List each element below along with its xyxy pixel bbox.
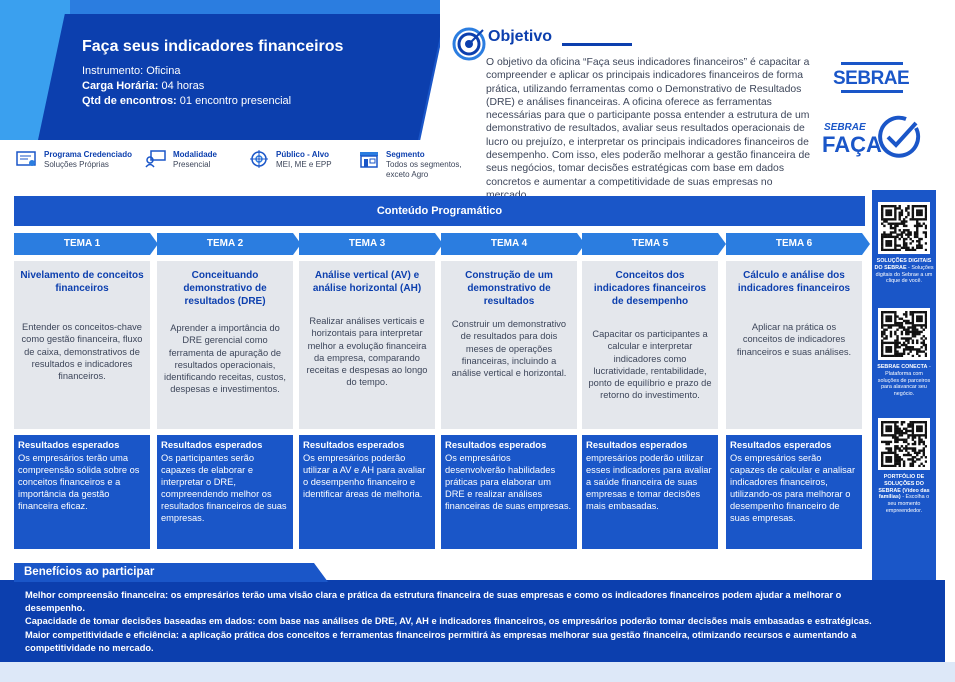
- objetivo-underline: [562, 43, 632, 46]
- tema-desc: Realizar análises verticais e horizontai…: [306, 316, 428, 388]
- tema-card: Análise vertical (AV) e análise horizont…: [299, 261, 435, 429]
- instrumento: Instrumento: Oficina: [82, 65, 181, 77]
- check-circle-icon: [878, 115, 921, 158]
- tema-desc: Aplicar na prática os conceitos de indic…: [736, 322, 852, 357]
- tema-card: Cálculo e análise dos indicadores financ…: [726, 261, 862, 429]
- resultados-text: empresários poderão utilizar esses indic…: [586, 453, 712, 511]
- qr-code-icon[interactable]: [878, 418, 930, 470]
- tema-desc: Capacitar os participantes a calcular e …: [588, 329, 712, 401]
- tema-column: TEMA 5 Conceitos dos indicadores finance…: [582, 233, 726, 549]
- tema-tab: TEMA 2: [157, 233, 301, 255]
- tema-column: TEMA 4 Construção de um demonstrativo de…: [441, 233, 585, 549]
- beneficios-text: Melhor compreensão financeira: os empres…: [25, 589, 885, 655]
- tema-card: Conceitos dos indicadores financeiros de…: [582, 261, 718, 429]
- tema-desc: Aprender a importância do DRE gerencial …: [164, 323, 286, 395]
- resultados-text: Os empresários poderão utilizar a AV e A…: [303, 453, 426, 499]
- qr-code-icon[interactable]: [878, 308, 930, 360]
- target-icon: [452, 27, 486, 61]
- header-banner: [0, 0, 440, 140]
- resultados-card: Resultados esperados Os participantes se…: [157, 435, 293, 549]
- resultados-card: Resultados esperados Os empresários serã…: [726, 435, 862, 549]
- resultados-text: Os empresários serão capazes de calcular…: [730, 453, 856, 523]
- tema-desc: Construir um demonstrativo de resultados…: [451, 319, 567, 379]
- sebrae-logo: SEBRAE: [833, 60, 910, 94]
- tema-title: Nivelamento de conceitos financeiros: [20, 270, 144, 294]
- beneficio-item: Melhor compreensão financeira: os empres…: [25, 590, 842, 614]
- carga-horaria: Carga Horária: 04 horas: [82, 80, 205, 92]
- tema-desc: Entender os conceitos-chave como gestão …: [21, 322, 143, 382]
- tema-column: TEMA 6 Cálculo e análise dos indicadores…: [726, 233, 870, 549]
- tema-card: Nivelamento de conceitos financeiros Ent…: [14, 261, 150, 429]
- tema-card: Conceituando demonstrativo de resultados…: [157, 261, 293, 429]
- people-icon: [145, 150, 166, 168]
- objetivo-text: O objetivo da oficina “Faça seus indicad…: [486, 57, 811, 201]
- tema-tab: TEMA 5: [582, 233, 726, 255]
- tema-title: Análise vertical (AV) e análise horizont…: [312, 270, 422, 294]
- qtd-encontros: Qtd de encontros: 01 encontro presencial: [82, 95, 292, 107]
- decorative-stripe: [0, 662, 955, 682]
- tema-column: TEMA 3 Análise vertical (AV) e análise h…: [299, 233, 443, 549]
- resultados-text: Os empresários desenvolverão habilidades…: [445, 453, 572, 511]
- resultados-card: Resultados esperados Os empresários terã…: [14, 435, 150, 549]
- resultados-card: Resultados esperados Os empresários dese…: [441, 435, 577, 549]
- qr-code-icon[interactable]: [878, 202, 930, 254]
- sebrae-faca-logo: SEBRAE FAÇA: [820, 112, 925, 162]
- objetivo-title: Objetivo: [488, 28, 553, 45]
- tema-tab: TEMA 3: [299, 233, 443, 255]
- tema-column: TEMA 1 Nivelamento de conceitos financei…: [14, 233, 158, 549]
- tema-title: Cálculo e análise dos indicadores financ…: [737, 270, 851, 294]
- certificate-icon: [16, 151, 36, 166]
- resultados-card: Resultados esperados empresários poderão…: [582, 435, 718, 549]
- resultados-card: Resultados esperados Os empresários pode…: [299, 435, 435, 549]
- tema-tab: TEMA 6: [726, 233, 870, 255]
- qr-caption: SEBRAE CONECTA - Plataforma com soluções…: [877, 364, 931, 398]
- beneficio-item: Capacidade de tomar decisões baseadas em…: [25, 616, 872, 627]
- tema-column: TEMA 2 Conceituando demonstrativo de res…: [157, 233, 301, 549]
- tema-tab: TEMA 1: [14, 233, 158, 255]
- tema-tab: TEMA 4: [441, 233, 585, 255]
- beneficio-item: Maior competitividade e eficiência: a ap…: [25, 629, 857, 653]
- beneficios-title: Benefícios ao participar: [14, 563, 328, 582]
- beneficios-panel: [0, 580, 945, 665]
- tema-title: Conceituando demonstrativo de resultados…: [183, 270, 267, 307]
- store-icon: [360, 152, 378, 168]
- banner-text: Faça seus indicadores financeiros Instru…: [82, 38, 343, 109]
- tema-title: Construção de um demonstrativo de result…: [465, 270, 553, 307]
- qr-caption: PORTFÓLIO DE SOLUÇÕES DO SEBRAE (Vídeo d…: [878, 474, 930, 514]
- conteudo-header: Conteúdo Programático: [14, 196, 865, 226]
- tema-card: Construção de um demonstrativo de result…: [441, 261, 577, 429]
- crosshair-icon: [250, 150, 268, 168]
- tema-title: Conceitos dos indicadores financeiros de…: [593, 270, 707, 307]
- qr-caption: SOLUÇÕES DIGITAIS DO SEBRAE - Soluções d…: [874, 258, 934, 285]
- resultados-text: Os participantes serão capazes de elabor…: [161, 453, 287, 523]
- page-title: Faça seus indicadores financeiros: [82, 38, 344, 55]
- resultados-text: Os empresários terão uma compreensão sól…: [18, 453, 140, 511]
